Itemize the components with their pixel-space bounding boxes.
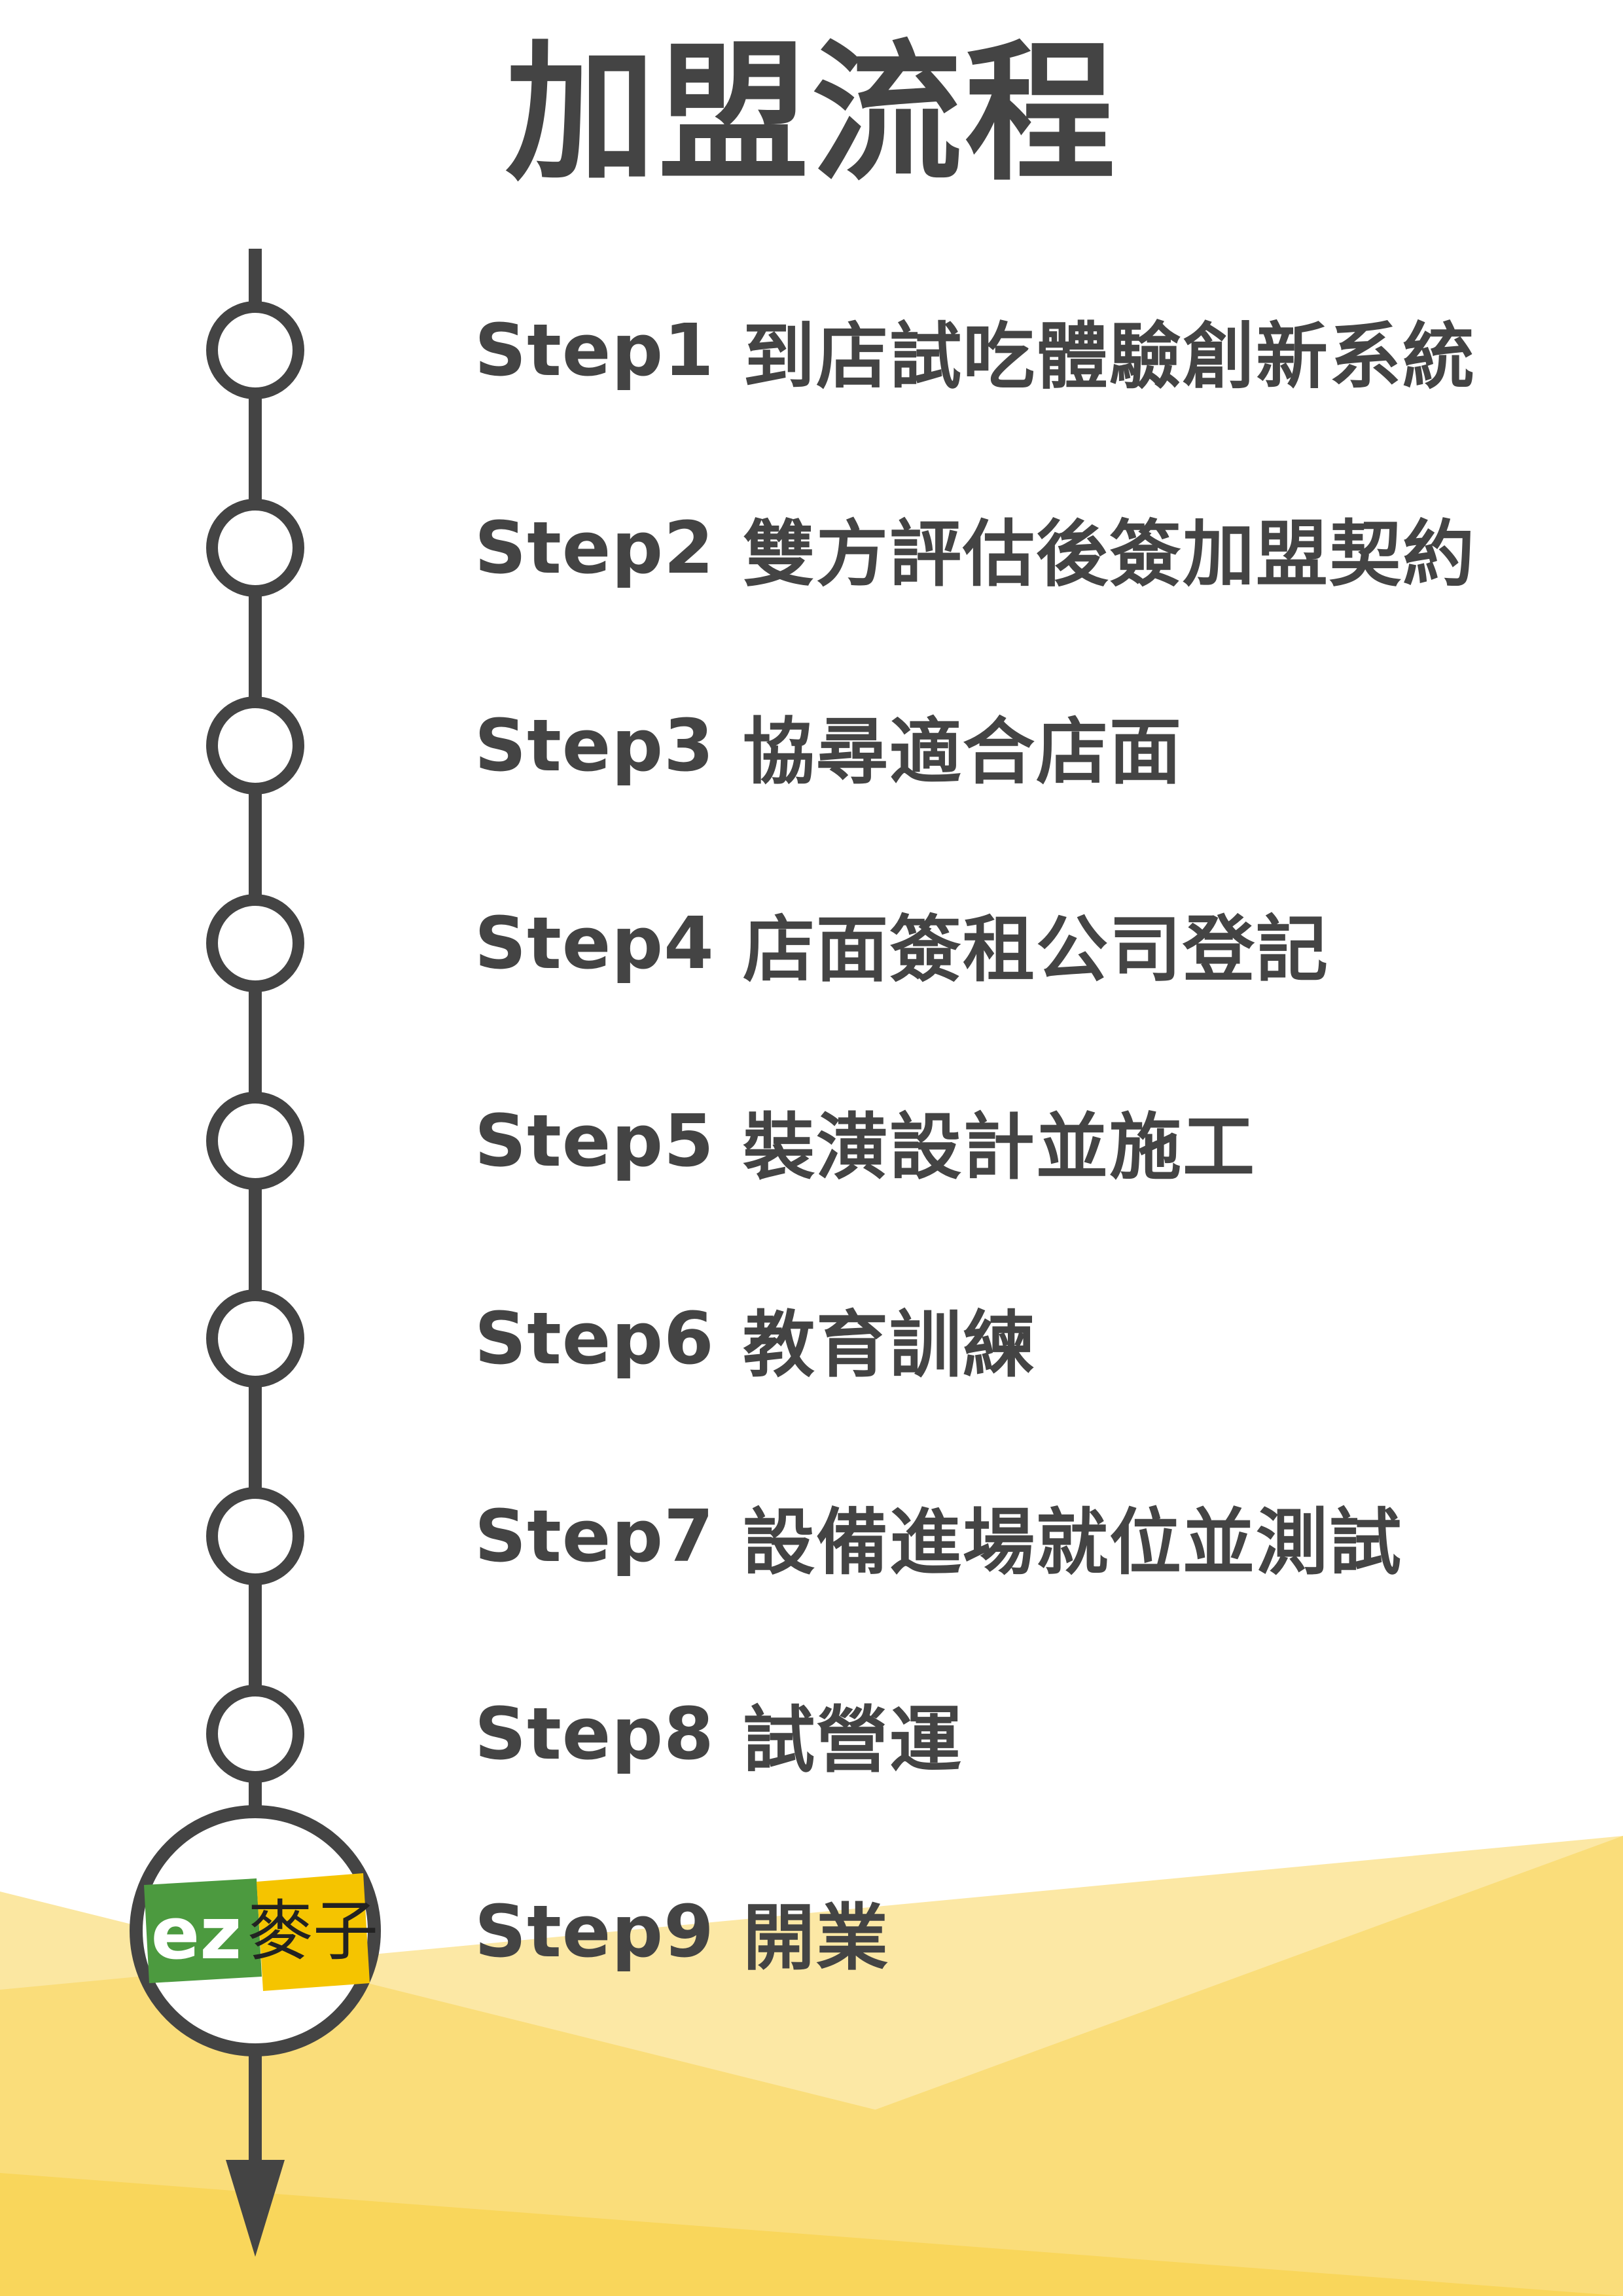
logo-badge: ez 麥子: [130, 1805, 381, 2056]
step-circle-icon: [206, 894, 304, 992]
step-row: Step4 店面簽租公司登記: [474, 891, 1329, 996]
step-text: 設備進場就位並測試: [743, 1501, 1402, 1585]
step-circle-icon: [206, 1289, 304, 1388]
step-text: 雙方評估後簽加盟契約: [743, 512, 1476, 596]
step-row: Step7 設備進場就位並測試: [474, 1484, 1402, 1588]
step-label: Step9: [474, 1890, 715, 1973]
step-text: 裝潢設計並施工: [743, 1105, 1256, 1189]
step-label: Step3: [474, 704, 715, 787]
logo-yellow-block: [257, 1873, 370, 1991]
page-title: 加盟流程: [505, 27, 1118, 202]
step-circle-icon: [206, 301, 304, 399]
step-label: Step8: [474, 1692, 715, 1776]
logo-chinese: 麥子: [247, 1893, 378, 1969]
background-shape-mid: [0, 1836, 1623, 2296]
step-label: Step1: [474, 308, 715, 392]
step-label: Step4: [474, 901, 715, 985]
step-text: 教育訓練: [743, 1303, 1036, 1387]
step-row: Step9 開業: [474, 1879, 889, 1984]
step-label: Step7: [474, 1494, 715, 1578]
step-text: 到店試吃體驗創新系統: [743, 315, 1476, 399]
step-circle-icon: [206, 1685, 304, 1783]
step-row: Step6 教育訓練: [474, 1286, 1036, 1391]
step-text: 協尋適合店面: [743, 710, 1183, 794]
step-circle-icon: [206, 1092, 304, 1190]
step-row: Step8 試營運: [474, 1681, 963, 1786]
background-shape-bottom: [0, 2173, 1623, 2296]
step-text: 開業: [743, 1896, 889, 1980]
step-label: Step6: [474, 1297, 715, 1380]
step-text: 店面簽租公司登記: [743, 908, 1329, 992]
step-row: Step2 雙方評估後簽加盟契約: [474, 495, 1476, 600]
timeline-arrow-icon: [226, 2160, 285, 2257]
logo-latin: ez: [151, 1892, 242, 1975]
logo-green-block: [144, 1878, 262, 1983]
step-circle-icon: [206, 499, 304, 597]
step-circle-icon: [206, 1487, 304, 1585]
step-text: 試營運: [743, 1698, 963, 1782]
step-circle-icon: [206, 696, 304, 795]
step-label: Step2: [474, 506, 715, 590]
step-row: Step1 到店試吃體驗創新系統: [474, 298, 1476, 403]
step-label: Step5: [474, 1099, 715, 1183]
step-row: Step3 協尋適合店面: [474, 693, 1183, 798]
step-row: Step5 裝潢設計並施工: [474, 1088, 1256, 1193]
